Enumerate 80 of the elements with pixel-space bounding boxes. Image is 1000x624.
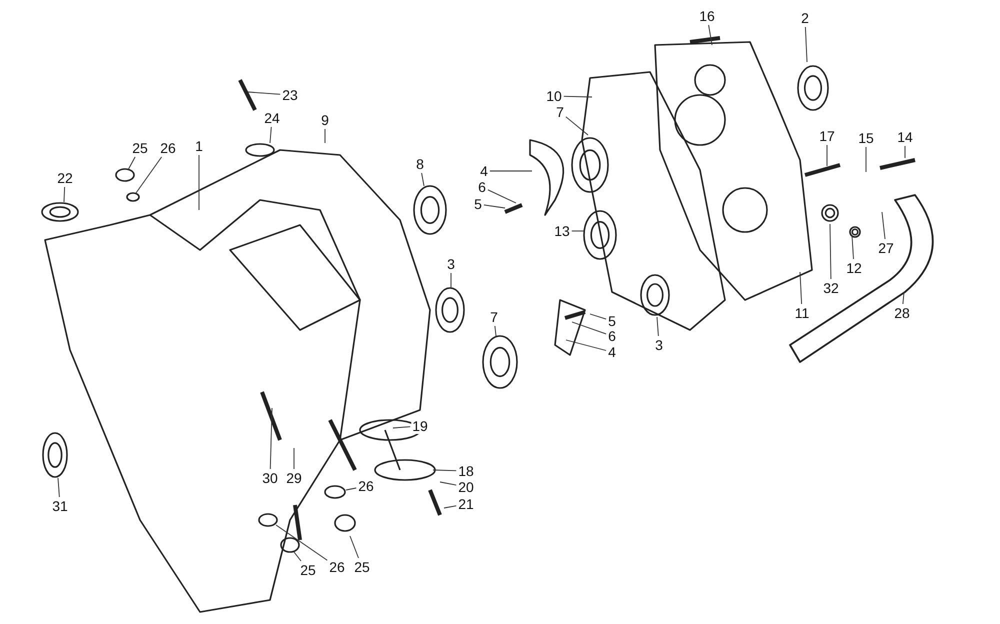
callout-number: 11: [794, 305, 810, 321]
callout-number: 14: [896, 129, 914, 145]
callout-number: 4: [607, 344, 617, 360]
callout-number: 25: [299, 562, 317, 578]
callout-number: 26: [328, 559, 346, 575]
leader-line: [294, 552, 302, 562]
leader-line: [444, 505, 457, 508]
leader-line: [656, 316, 659, 336]
leader-line: [800, 272, 802, 304]
callout-number: 16: [698, 8, 716, 24]
callout-number: 8: [415, 156, 425, 172]
callout-number: 3: [654, 337, 664, 353]
callout-number: 20: [457, 479, 475, 495]
callout-number: 31: [51, 498, 69, 514]
leader-line: [324, 128, 326, 144]
leader-line: [276, 524, 328, 561]
leader-line: [128, 156, 136, 170]
leader-line: [708, 24, 712, 46]
callout-number: 1: [194, 138, 204, 154]
callout-number: 21: [457, 496, 475, 512]
callout-number: 24: [263, 110, 281, 126]
callout-number: 30: [261, 470, 279, 486]
leader-line: [572, 322, 607, 334]
callout-number: 7: [489, 309, 499, 325]
leader-line: [590, 314, 607, 320]
leader-line: [198, 154, 200, 210]
leader-line: [571, 230, 584, 232]
leader-line: [487, 189, 516, 204]
leader-line: [440, 482, 457, 486]
leader-line: [563, 96, 592, 98]
callout-number: 19: [411, 418, 429, 434]
callout-number: 23: [281, 87, 299, 103]
leader-line: [483, 204, 506, 208]
callout-number: 12: [845, 260, 863, 276]
leader-line: [826, 144, 828, 166]
callout-number: 29: [285, 470, 303, 486]
callout-number: 10: [545, 88, 563, 104]
leader-line: [350, 536, 359, 558]
callout-number: 32: [822, 280, 840, 296]
leader-line: [804, 26, 808, 62]
leader-line: [489, 170, 532, 172]
callout-number: 2: [800, 10, 810, 26]
leader-line: [882, 212, 886, 240]
leader-line: [346, 488, 357, 490]
leader-line: [270, 126, 272, 144]
callout-number: 5: [607, 313, 617, 329]
callout-number: 22: [56, 170, 74, 186]
leader-line: [830, 224, 832, 280]
leader-line: [248, 92, 281, 95]
leader-line: [392, 426, 411, 428]
leader-line: [64, 186, 66, 202]
callout-number: 28: [893, 305, 911, 321]
callout-number: 9: [320, 112, 330, 128]
callout-number: 6: [477, 179, 487, 195]
leader-line: [904, 146, 906, 158]
callout-number: 26: [357, 478, 375, 494]
callout-number: 5: [473, 196, 483, 212]
callout-number: 13: [553, 223, 571, 239]
leader-line: [450, 272, 452, 288]
leader-line: [565, 116, 588, 136]
leader-line: [58, 478, 60, 498]
leader-line: [270, 408, 272, 470]
callout-number: 7: [555, 104, 565, 120]
leader-line: [421, 172, 424, 186]
leader-line: [902, 292, 904, 304]
callout-number: 25: [131, 140, 149, 156]
leader-line: [852, 234, 854, 260]
leader-line: [494, 326, 496, 336]
leader-line: [136, 156, 162, 194]
callout-number: 15: [857, 130, 875, 146]
callout-number: 3: [446, 256, 456, 272]
callout-number: 26: [159, 140, 177, 156]
leader-line: [432, 470, 457, 472]
callout-number: 27: [877, 240, 895, 256]
callout-number: 6: [607, 328, 617, 344]
callout-number: 25: [353, 559, 371, 575]
leader-line: [566, 340, 607, 351]
callout-number: 4: [479, 163, 489, 179]
callout-number: 17: [818, 128, 836, 144]
callout-number: 18: [457, 463, 475, 479]
